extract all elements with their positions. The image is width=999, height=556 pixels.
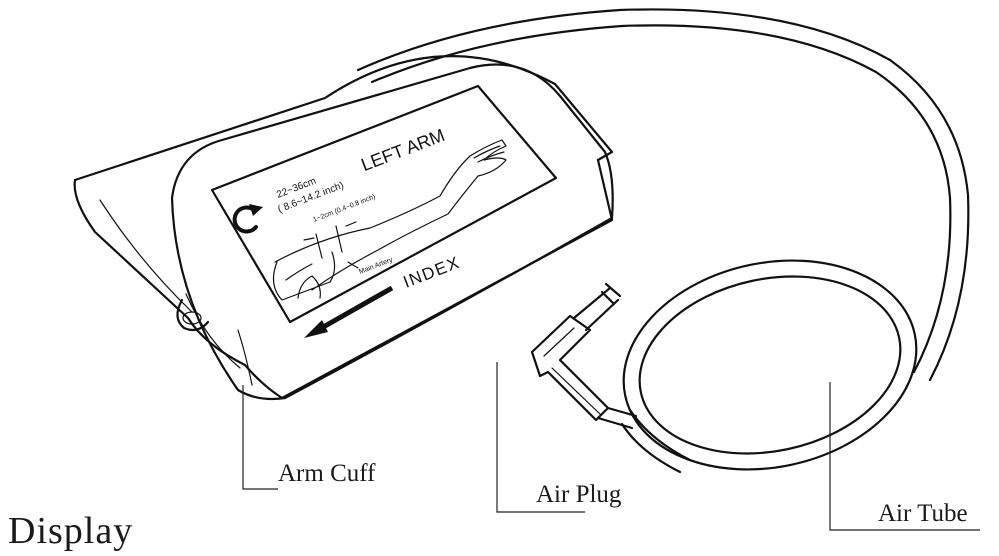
arm-illustration bbox=[272, 139, 507, 301]
air-tube-loop-outer bbox=[622, 259, 918, 471]
air-plug-nozzle bbox=[572, 282, 622, 332]
rotate-arrow-icon bbox=[232, 204, 263, 234]
label-plate-outline bbox=[210, 84, 558, 324]
leader-arm-cuff bbox=[242, 385, 278, 490]
arm-cuff bbox=[73, 55, 614, 401]
cuff-fold-line bbox=[99, 199, 193, 313]
air-plug bbox=[530, 282, 638, 430]
air-tube-loop-inner bbox=[638, 275, 902, 455]
cuff-ring bbox=[182, 311, 202, 325]
cuff-hook-loop bbox=[176, 298, 210, 332]
cuff-arm-side: LEFT ARM bbox=[358, 125, 447, 175]
leader-air-plug bbox=[496, 362, 585, 513]
cuff-label-plate: 22~36cm ( 8.6~14.2 inch) LEFT ARM 1~2cm … bbox=[210, 84, 558, 338]
cuff-seam bbox=[237, 329, 253, 386]
callout-air-plug: Air Plug bbox=[536, 481, 622, 508]
leader-air-tube bbox=[829, 382, 980, 531]
cuff-fold-line-2 bbox=[185, 293, 241, 369]
air-tube-upper-outer bbox=[356, 8, 970, 382]
cuff-front-panel bbox=[170, 63, 614, 401]
section-heading: Display bbox=[8, 510, 133, 552]
cuff-index-label: INDEX bbox=[401, 253, 463, 292]
index-arrow-icon bbox=[304, 285, 394, 338]
air-tube bbox=[356, 8, 970, 474]
cuff-back-flap bbox=[73, 55, 614, 182]
cuff-outline bbox=[73, 158, 614, 400]
callout-air-tube: Air Tube bbox=[878, 500, 968, 527]
air-tube-upper-inner bbox=[370, 24, 952, 374]
cuff-artery-label: Main Artery bbox=[358, 256, 394, 275]
callout-arm-cuff: Arm Cuff bbox=[278, 460, 376, 487]
